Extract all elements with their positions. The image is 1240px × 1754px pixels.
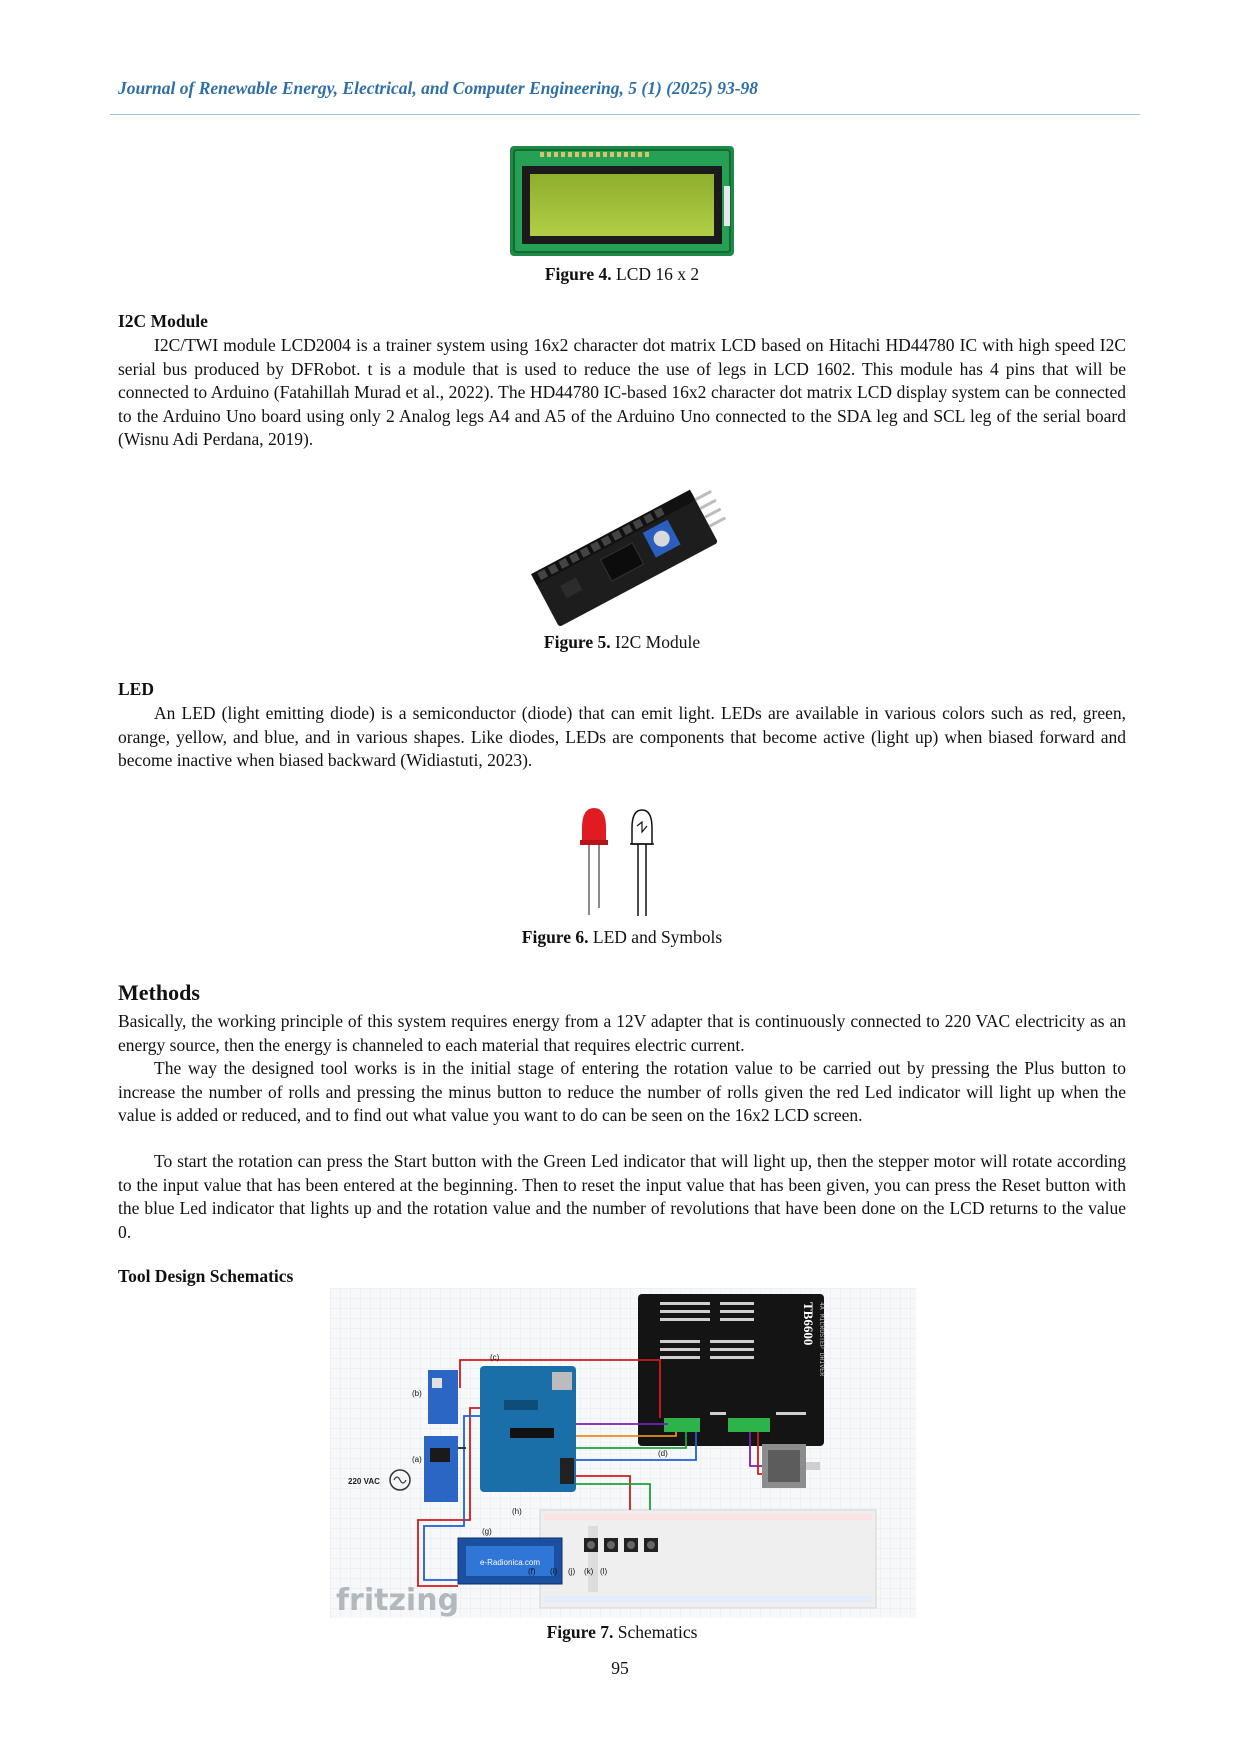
lcd-screen-text: e-Radionica.com (480, 1558, 540, 1567)
running-head: Journal of Renewable Energy, Electrical,… (118, 78, 759, 98)
schematic-marker: (a) (412, 1455, 422, 1464)
led-paragraph: An LED (light emitting diode) is a semic… (118, 703, 1126, 770)
driver-sublabel: 4A MICROSTEP DRIVER (818, 1302, 825, 1376)
schematic-marker: (e) (760, 1431, 770, 1440)
schematic-heading: Tool Design Schematics (118, 1266, 294, 1286)
methods-paragraph-2: The way the designed tool works is in th… (118, 1058, 1126, 1125)
methods-heading: Methods (118, 980, 200, 1005)
methods-paragraph-3: To start the rotation can press the Star… (118, 1151, 1126, 1242)
figure-5-i2c-module-image (531, 489, 727, 627)
figure-4-caption: Figure 4. LCD 16 x 2 (544, 264, 700, 284)
schematic-marker: (f) (528, 1567, 536, 1576)
push-buttons (584, 1538, 658, 1552)
figure-7-schematic-image: TB6600 4A MICROSTEP DRIVER 220 VAC e-Rad… (330, 1288, 916, 1618)
fritzing-watermark: fritzing (336, 1583, 459, 1618)
figure-6-led-image (580, 808, 654, 916)
power-module-a (424, 1436, 458, 1502)
schematic-marker: (d) (658, 1449, 668, 1458)
figure-5-caption: Figure 5. I2C Module (543, 632, 701, 652)
figure-7-caption: Figure 7. Schematics (546, 1622, 698, 1642)
figure-4-lcd-image (510, 146, 734, 256)
schematic-marker: (l) (600, 1567, 607, 1576)
driver-label: TB6600 (801, 1302, 816, 1345)
figure-6-caption: Figure 6. LED and Symbols (521, 927, 723, 947)
header-rule (110, 114, 1140, 115)
schematic-marker: (k) (584, 1567, 594, 1576)
stepper-driver (638, 1294, 824, 1446)
ac-source-icon (389, 1469, 411, 1491)
i2c-paragraph: I2C/TWI module LCD2004 is a trainer syst… (118, 335, 1126, 449)
schematic-marker: (i) (550, 1567, 557, 1576)
page-number: 95 (611, 1658, 629, 1678)
schematic-marker: (c) (490, 1353, 500, 1362)
led-heading: LED (118, 679, 154, 699)
schematic-marker: (h) (512, 1507, 522, 1516)
methods-paragraph-1: Basically, the working principle of this… (118, 1011, 1126, 1055)
ac-label: 220 VAC (348, 1477, 380, 1486)
i2c-heading: I2C Module (118, 311, 208, 331)
schematic-marker: (j) (568, 1567, 575, 1576)
schematic-marker: (b) (412, 1389, 422, 1398)
schematic-marker: (g) (482, 1527, 492, 1536)
